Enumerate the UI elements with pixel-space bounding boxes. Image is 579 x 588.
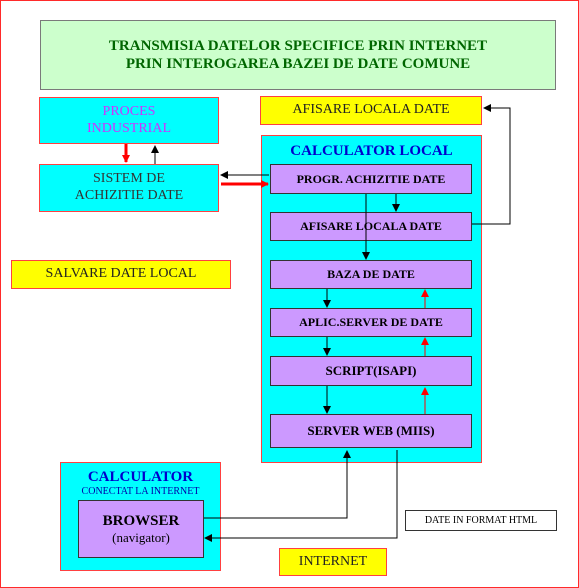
browser-label: BROWSER xyxy=(102,513,180,530)
salvare-date-local-box: SALVARE DATE LOCAL xyxy=(11,260,231,289)
sistem-achizitie-box: SISTEM DE ACHIZITIE DATE xyxy=(39,164,219,212)
arrow-server-to-browser xyxy=(204,450,398,542)
module-afisare-locala: AFISARE LOCALA DATE xyxy=(270,212,472,241)
proces-line-1: PROCES xyxy=(102,103,156,119)
browser-box: BROWSER (navigator) xyxy=(78,500,204,558)
sistem-line-2: ACHIZITIE DATE xyxy=(74,188,184,203)
calculator-internet-title: CALCULATOR xyxy=(87,469,194,485)
title-line-2: PRIN INTEROGAREA BAZEI DE DATE COMUNE xyxy=(125,56,471,72)
proces-industrial-box: PROCES INDUSTRIAL xyxy=(39,97,219,144)
afisare-locala-top-box: AFISARE LOCALA DATE xyxy=(260,96,482,125)
module-aplic-server: APLIC.SERVER DE DATE xyxy=(270,308,472,337)
browser-sublabel: (navigator) xyxy=(112,530,170,546)
calculator-local-title: CALCULATOR LOCAL xyxy=(290,143,453,159)
proces-line-2: INDUSTRIAL xyxy=(87,120,171,136)
arrow-browser-to-server xyxy=(204,450,351,519)
module-progr-achizitie: PROGR. ACHIZITIE DATE xyxy=(270,164,472,194)
diagram-title: TRANSMISIA DATELOR SPECIFICE PRIN INTERN… xyxy=(40,20,556,90)
date-html-label: DATE IN FORMAT HTML xyxy=(405,510,557,531)
calculator-internet-subtitle: CONECTAT LA INTERNET xyxy=(81,486,200,497)
sistem-line-1: SISTEM DE xyxy=(93,171,165,187)
module-baza-de-date: BAZA DE DATE xyxy=(270,260,472,289)
module-script-isapi: SCRIPT(ISAPI) xyxy=(270,356,472,386)
internet-label: INTERNET xyxy=(279,548,387,576)
title-line-1: TRANSMISIA DATELOR SPECIFICE PRIN INTERN… xyxy=(108,38,488,54)
arrow-afisare-to-top xyxy=(472,104,511,225)
module-server-web: SERVER WEB (MIIS) xyxy=(270,414,472,448)
